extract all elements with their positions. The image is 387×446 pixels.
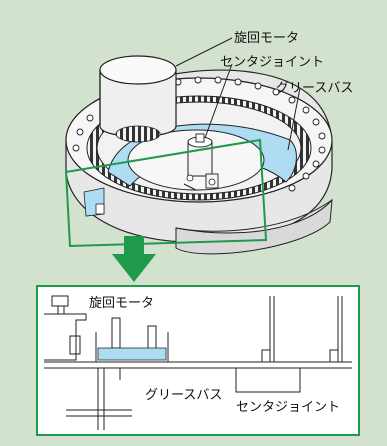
base-plate xyxy=(175,198,333,255)
label-center-joint-bottom: センタジョイント xyxy=(236,400,341,415)
center-joint xyxy=(183,133,219,191)
label-swing-motor-top: 旋回モータ xyxy=(234,31,300,46)
label-grease-bath-top: グリースバス xyxy=(276,81,354,96)
label-center-joint-top: センタジョイント xyxy=(220,55,325,70)
grease-bath-section xyxy=(97,347,167,361)
down-arrow xyxy=(112,236,156,282)
swing-motor xyxy=(99,55,177,143)
cross-section-panel xyxy=(36,285,360,436)
label-grease-bath-bottom: グリースバス xyxy=(145,388,223,403)
cutaway-highlight xyxy=(64,138,268,248)
label-swing-motor-bottom: 旋回モータ xyxy=(89,296,155,311)
